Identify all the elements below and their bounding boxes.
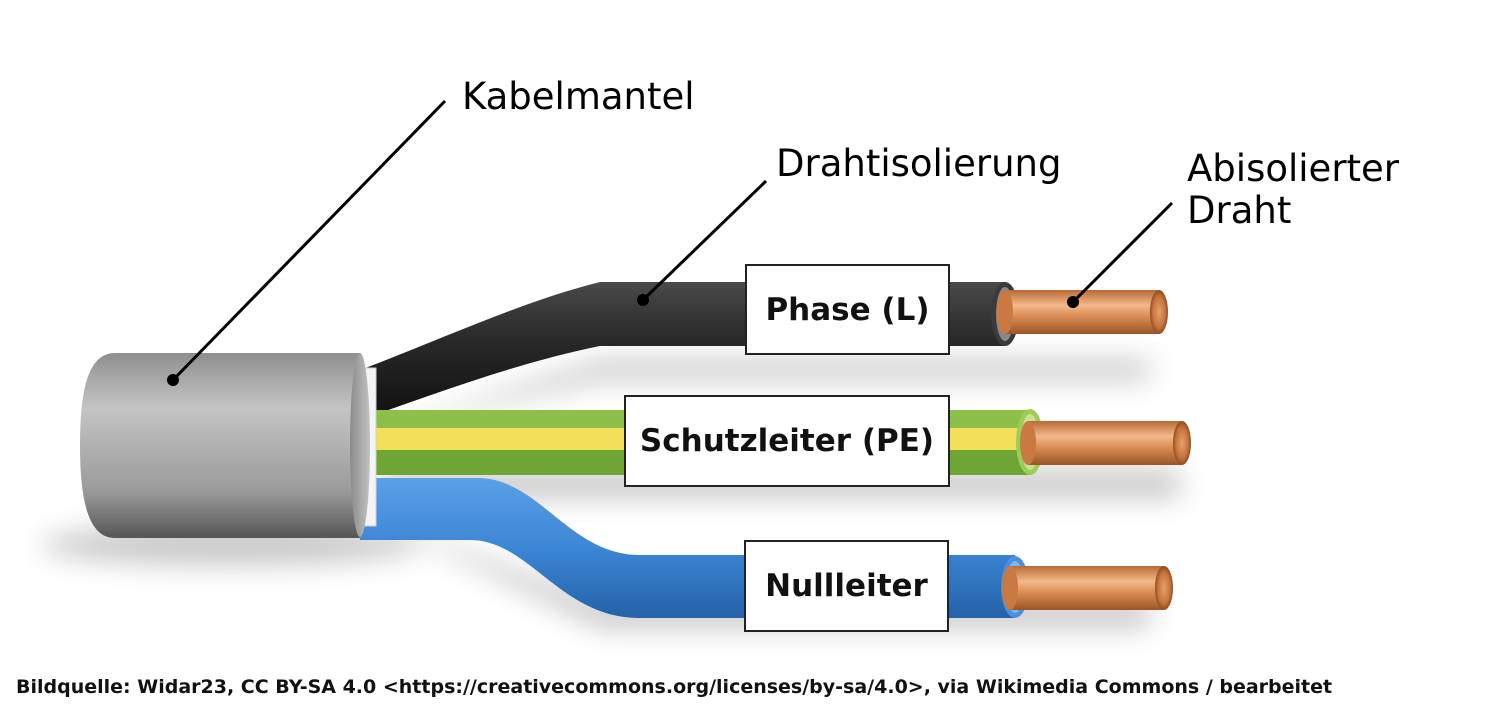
copper-wire-phase (997, 290, 1168, 334)
callout-abisolierter-line1: Abisolierter (1187, 147, 1400, 190)
leader-stripped-wire (1067, 201, 1174, 308)
copper-wire-earth (1020, 421, 1191, 465)
image-credit: Bildquelle: Widar23, CC BY-SA 4.0 <https… (16, 676, 1333, 698)
callout-abisolierter-line2: Draht (1187, 189, 1292, 232)
label-nullleiter: Nullleiter (744, 540, 949, 632)
cable-jacket (80, 353, 377, 538)
callout-abisolierter-draht: Abisolierter Draht (1187, 148, 1399, 232)
label-phase: Phase (L) (745, 264, 950, 355)
leader-insulation (637, 179, 768, 306)
copper-wire-neutral (1002, 566, 1173, 610)
label-schutzleiter: Schutzleiter (PE) (624, 395, 950, 487)
leader-jacket (167, 99, 447, 386)
callout-drahtisolierung: Drahtisolierung (776, 142, 1062, 185)
callout-kabelmantel: Kabelmantel (462, 75, 695, 118)
